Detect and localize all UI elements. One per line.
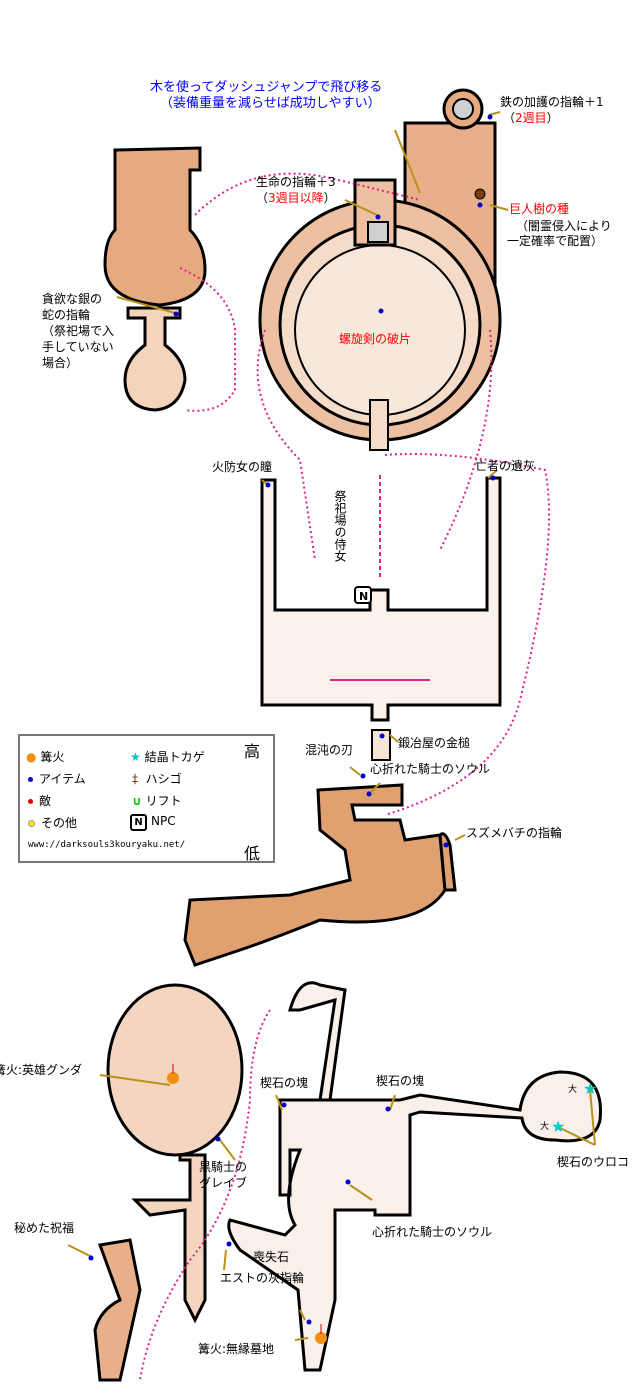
label-bonfire-graveyard: 篝火:無縁墓地 (198, 1342, 275, 1356)
label-large-1: 大 (568, 1085, 578, 1095)
ladder-icon: ‡ (132, 772, 138, 786)
label-iron-ring-cycle: （2週目） (503, 111, 559, 126)
crystal-lizard-icon: ★ (583, 1079, 597, 1098)
label-spiral-sword: 螺旋剣の破片 (339, 332, 412, 346)
map-legend: ● 篝火 アイテム 敵 その他 ★ 結晶トカゲ ‡ ハシゴ ∪ リフト N NPC… (18, 734, 275, 863)
enemy-dot-icon (28, 799, 33, 804)
label-hollow-ash: 亡者の遺灰 (475, 459, 536, 473)
star-icon: ★ (130, 750, 141, 764)
legend-high: 高 (244, 742, 261, 761)
site-url: www://darksouls3kouryaku.net/ (28, 840, 186, 850)
label-titanite-scale: 楔石のウロコ (557, 1155, 630, 1169)
label-estus-ring: エストの灰指輪 (220, 1271, 305, 1285)
label-hornet-ring: スズメバチの指輪 (466, 826, 563, 840)
legend-npc: N NPC (130, 814, 176, 831)
label-serpent-5: 場合） (42, 356, 79, 370)
npc-icon-glyph: N (359, 590, 368, 603)
lift-icon: ∪ (132, 794, 142, 808)
jump-note-1: 木を使ってダッシュジャンプで飛び移る (150, 80, 383, 95)
legend-label: 結晶トカゲ (144, 750, 205, 764)
item-markers (88, 114, 496, 1325)
legend-label: リフト (145, 794, 182, 808)
label-glaive-1: 黒騎士の (199, 1160, 248, 1174)
legend-low: 低 (244, 844, 261, 863)
legend-label: 篝火 (40, 750, 65, 764)
label-hidden-blessing: 秘めた祝福 (14, 1221, 75, 1235)
label-serpent-4: 手していない (42, 340, 114, 354)
label-firekeeper-eyes: 火防女の瞳 (212, 460, 273, 474)
route-lines (139, 172, 551, 1381)
giant-seed-marker (474, 188, 486, 200)
other-dot-icon (28, 820, 35, 827)
label-chaos-blade: 混沌の刃 (305, 743, 354, 757)
label-titanite-chunk-2: 楔石の塊 (376, 1074, 425, 1088)
label-titanite-chunk-1: 楔石の塊 (260, 1076, 309, 1090)
npc-icon (354, 586, 372, 604)
cycle: 3週目以降 (268, 191, 324, 205)
legend-lift: ∪ リフト (132, 792, 182, 809)
legend-label: 敵 (39, 794, 52, 808)
tower-room (103, 146, 207, 307)
label-broken-soul-2: 心折れた騎士のソウル (372, 1225, 493, 1239)
label-serpent-2: 蛇の指輪 (42, 308, 91, 322)
label-shrine-handmaid: 祭祀場の侍女 (333, 490, 347, 562)
lower-left-path (93, 1238, 142, 1382)
firelink-shrine (260, 476, 502, 722)
label-lost-stone: 喪失石 (253, 1250, 290, 1264)
legend-label: その他 (41, 816, 78, 830)
legend-label: ハシゴ (145, 772, 182, 786)
npc-icon: N (130, 814, 147, 831)
bonfire-icon (167, 1064, 179, 1084)
label-iron-ring: 鉄の加護の指輪＋1 (500, 95, 604, 109)
label-giant-seed-note2: 一定確率で配置） (507, 234, 604, 248)
bonfire-icon: ● (26, 750, 37, 764)
gundyr-arena (106, 983, 244, 1157)
bonfire-icon (315, 1324, 327, 1344)
label-smith-hammer: 鍛冶屋の金槌 (398, 736, 471, 750)
label-life-ring: 生命の指輪＋3 (256, 175, 336, 189)
legend-other: その他 (28, 814, 77, 831)
label-bonfire-gundyr: 篝火:英雄グンダ (0, 1063, 83, 1077)
legend-item: アイテム (28, 770, 86, 787)
paren: ） (323, 191, 336, 205)
legend-label: アイテム (39, 772, 86, 786)
serpent-room (123, 306, 187, 412)
label-giant-seed-note1: （闇霊侵入により (516, 219, 612, 233)
paren: （ (256, 191, 269, 205)
legend-bonfire: ● 篝火 (26, 748, 64, 765)
graveyard-structure (227, 1070, 602, 1372)
legend-label: NPC (151, 814, 176, 828)
label-broken-soul-1: 心折れた騎士のソウル (370, 762, 491, 776)
item-dot-icon (28, 777, 33, 782)
label-life-ring-cycle: （3週目以降） (256, 191, 336, 206)
label-large-2: 大 (540, 1122, 550, 1132)
label-serpent-3: （祭祀場で入 (42, 324, 115, 338)
label-glaive-2: グレイブ (199, 1176, 248, 1190)
label-serpent-1: 貪欲な銀の (42, 292, 103, 306)
legend-crystal-lizard: ★ 結晶トカゲ (130, 748, 205, 765)
cycle: 2週目 (515, 111, 547, 125)
paren: （ (503, 111, 516, 125)
crystal-lizard-icon: ★ (551, 1117, 565, 1136)
jump-note-2: （装備重量を減らせば成功しやすい） (160, 96, 381, 111)
legend-ladder: ‡ ハシゴ (132, 770, 182, 787)
legend-enemy: 敵 (28, 792, 51, 809)
label-giant-seed: 巨人樹の種 (509, 202, 570, 216)
paren: ） (546, 111, 559, 125)
